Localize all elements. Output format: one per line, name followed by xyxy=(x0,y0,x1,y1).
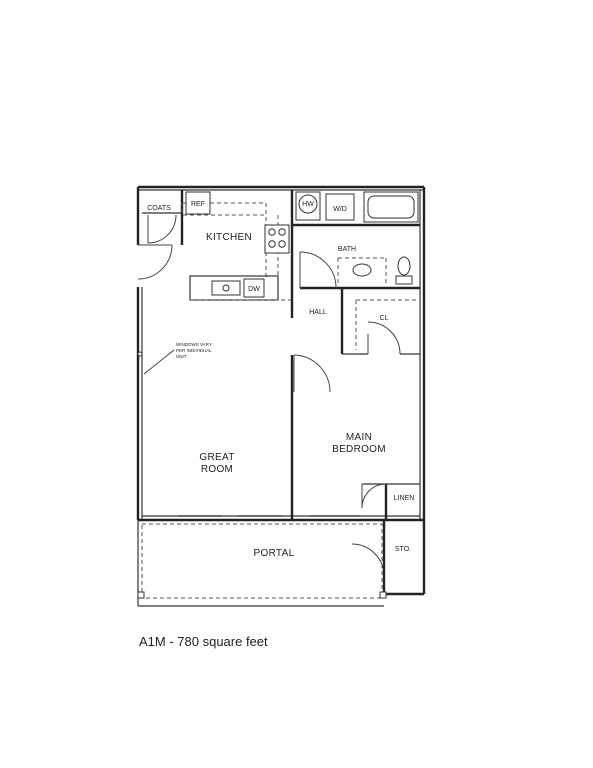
label-main-bedroom-1: MAIN xyxy=(346,432,372,443)
label-bath: BATH xyxy=(338,246,356,253)
label-sto: STO. xyxy=(395,546,411,553)
label-dw: DW xyxy=(248,286,260,293)
portal-outline xyxy=(137,520,426,607)
label-hall: HALL xyxy=(309,309,327,316)
closet-shelves xyxy=(355,299,418,350)
bath-fixtures xyxy=(295,191,419,286)
label-great-room-2: ROOM xyxy=(201,464,233,475)
label-main-bedroom-2: BEDROOM xyxy=(332,444,386,455)
windows-note-line-3: UNIT xyxy=(176,354,187,359)
label-wd: W/D xyxy=(333,206,347,213)
windows-note-leader xyxy=(143,349,175,375)
label-hw: HW xyxy=(302,201,314,208)
label-linen: LINEN xyxy=(394,495,415,502)
label-ref: REF xyxy=(191,201,205,208)
label-portal: PORTAL xyxy=(254,548,295,559)
label-coats: COATS xyxy=(147,205,171,212)
label-kitchen: KITCHEN xyxy=(206,232,252,243)
doors xyxy=(137,214,401,577)
windows xyxy=(137,351,360,517)
plan-caption: A1M - 780 square feet xyxy=(139,634,268,649)
label-cl: CL xyxy=(380,315,389,322)
label-great-room-1: GREAT xyxy=(199,452,234,463)
windows-note-line-1: WINDOWS VARY xyxy=(176,342,212,347)
windows-note-line-2: PER INDIVIDUAL xyxy=(176,348,212,353)
interior-walls xyxy=(142,190,420,520)
kitchen-counters xyxy=(181,191,294,301)
